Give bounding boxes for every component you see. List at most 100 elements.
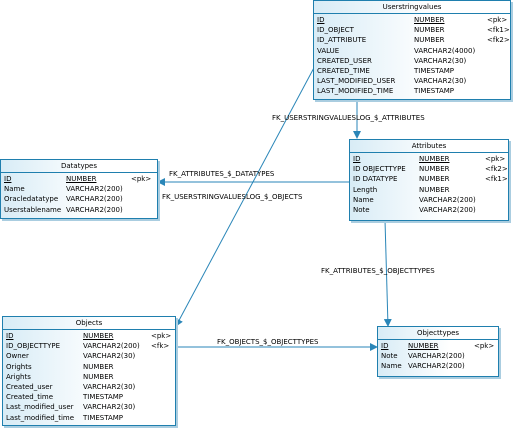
column-key: <pk> (131, 175, 152, 183)
column-key: <fk1> (487, 26, 510, 35)
column-type: NUMBER (414, 16, 445, 24)
column-key: <pk> (151, 332, 172, 340)
column-row: Arights NUMBER (6, 372, 172, 382)
column-name: LAST_MODIFIED_TIME (317, 87, 394, 96)
column-row: Last_modified_time TIMESTAMP (6, 413, 172, 423)
column-type: VARCHAR2(30) (414, 77, 467, 86)
column-type: VARCHAR2(200) (66, 185, 123, 194)
column-name: Arights (6, 372, 31, 381)
column-name: ID_OBJECTTYPE (6, 342, 60, 351)
table-title: Attributes (350, 140, 508, 153)
table-title: Objects (3, 317, 175, 330)
column-row: LAST_MODIFIED_USER VARCHAR2(30) (317, 76, 507, 86)
column-type: VARCHAR2(30) (414, 56, 467, 65)
column-row: Userstablename VARCHAR2(200) (4, 205, 154, 215)
fk-attributes-objecttypes-line (383, 219, 392, 327)
fk-usv-objects-line (175, 63, 317, 327)
column-name: Created_time (6, 393, 54, 402)
column-type: TIMESTAMP (414, 66, 455, 75)
column-name: VALUE (317, 46, 340, 55)
column-name: ID DATATYPE (353, 175, 398, 184)
column-type: NUMBER (83, 372, 114, 381)
column-type: TIMESTAMP (83, 413, 124, 422)
column-type: NUMBER (419, 165, 450, 174)
column-type: VARCHAR2(200) (66, 205, 123, 214)
column-name: Orights (6, 362, 32, 371)
column-type: NUMBER (408, 342, 439, 350)
column-row: Created_user VARCHAR2(30) (6, 382, 172, 392)
column-name: Length (353, 185, 378, 194)
column-type: VARCHAR2(30) (83, 403, 136, 412)
column-type: NUMBER (414, 26, 445, 35)
fk-label-usv-attributes: FK_USERSTRINGVALUESLOG_$_ATTRIBUTES (272, 114, 425, 122)
column-type: NUMBER (83, 332, 114, 340)
column-row: Note VARCHAR2(200) (381, 351, 495, 361)
column-type: TIMESTAMP (83, 393, 124, 402)
fk-label-usv-objects: FK_USERSTRINGVALUESLOG_$_OBJECTS (162, 193, 303, 201)
column-name: Owner (6, 352, 29, 361)
column-type: VARCHAR2(4000) (414, 46, 476, 55)
column-row: ID NUMBER <pk> (381, 341, 495, 351)
column-type: NUMBER (419, 175, 450, 184)
column-type: VARCHAR2(30) (83, 352, 136, 361)
column-row: Length NUMBER (353, 185, 505, 195)
column-key: <fk2> (485, 165, 508, 174)
column-type: VARCHAR2(200) (408, 352, 465, 361)
column-row: Owner VARCHAR2(30) (6, 351, 172, 361)
column-name: CREATED_USER (317, 56, 372, 65)
column-key: <fk> (151, 342, 170, 351)
fk-label-attributes-datatypes: FK_ATTRIBUTES_$_DATATYPES (169, 170, 275, 178)
column-row: CREATED_TIME TIMESTAMP (317, 66, 507, 76)
column-key: <pk> (485, 155, 506, 163)
column-type: VARCHAR2(200) (408, 362, 465, 371)
column-name: Userstablename (4, 205, 62, 214)
column-type: NUMBER (414, 36, 445, 45)
column-type: NUMBER (83, 362, 114, 371)
column-name: CREATED_TIME (317, 66, 370, 75)
column-type: VARCHAR2(200) (419, 205, 476, 214)
fk-label-attributes-objecttypes: FK_ATTRIBUTES_$_OBJECTTYPES (321, 267, 435, 275)
column-name: Last_modified_time (6, 413, 75, 422)
column-row: LAST_MODIFIED_TIME TIMESTAMP (317, 86, 507, 96)
column-type: TIMESTAMP (414, 87, 455, 96)
column-name: Note (353, 205, 370, 214)
column-name: ID (4, 175, 12, 183)
column-row: Note VARCHAR2(200) (353, 205, 505, 215)
column-name: LAST_MODIFIED_USER (317, 77, 396, 86)
column-name: Note (381, 352, 398, 361)
column-key: <fk1> (485, 175, 508, 184)
table-title: Userstringvalues (314, 1, 510, 14)
column-name: Created_user (6, 382, 53, 391)
column-name: ID (381, 342, 389, 350)
column-type: NUMBER (419, 155, 450, 163)
column-type: VARCHAR2(200) (83, 342, 140, 351)
column-key: <pk> (474, 342, 495, 350)
column-name: Oracledatatype (4, 195, 59, 204)
column-row: ID DATATYPE NUMBER <fk1> (353, 174, 508, 184)
column-key: <pk> (487, 16, 508, 24)
column-type: VARCHAR2(200) (419, 195, 476, 204)
column-name: ID (317, 16, 325, 24)
column-name: ID_ATTRIBUTE (317, 36, 367, 45)
column-name: Name (381, 362, 402, 371)
column-type: VARCHAR2(30) (83, 382, 136, 391)
column-row: ID_OBJECTTYPE VARCHAR2(200) <fk> (6, 341, 172, 351)
column-type: NUMBER (66, 175, 97, 183)
column-key: <fk2> (487, 36, 510, 45)
column-row: Name VARCHAR2(200) (381, 361, 495, 371)
fk-label-objects-objecttypes: FK_OBJECTS_$_OBJECTTYPES (217, 338, 319, 346)
column-row: Orights NUMBER (6, 362, 172, 372)
column-type: NUMBER (419, 185, 450, 194)
